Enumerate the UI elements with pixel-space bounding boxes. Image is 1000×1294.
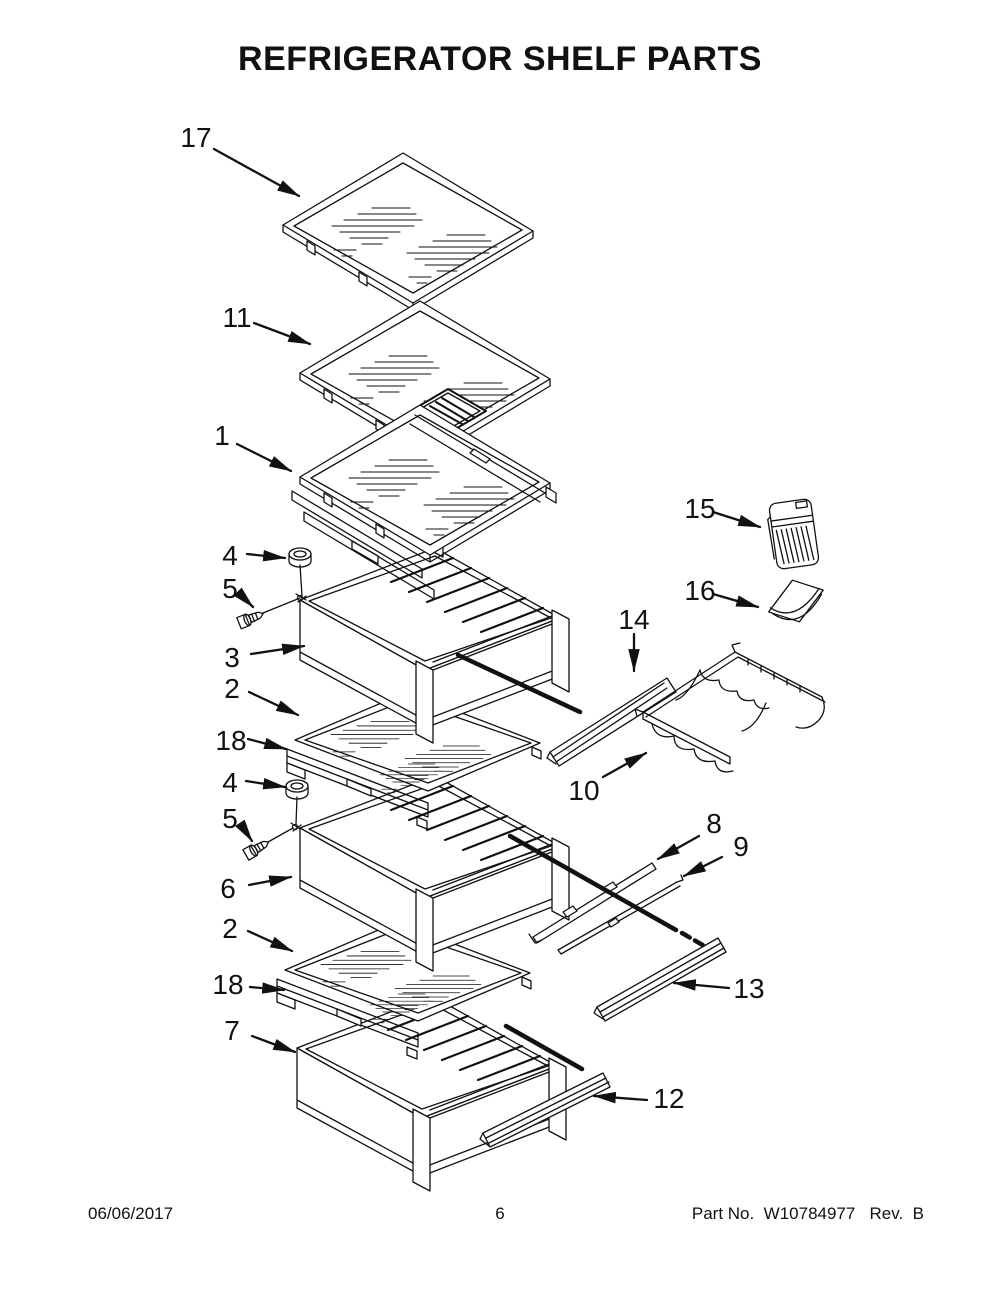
- callout-label-1: 1: [214, 420, 230, 451]
- callout-label-6: 6: [220, 873, 236, 904]
- wine-rack-10: [634, 642, 826, 773]
- screw-leader-upper: [262, 597, 301, 614]
- slide-rail-14: [546, 677, 677, 767]
- callout-label-4-lower: 4: [222, 767, 238, 798]
- assembly-leader-lines: [455, 652, 709, 1072]
- air-filter-15: [767, 498, 820, 570]
- callout-label-10: 10: [568, 775, 599, 806]
- shelf-knob-4-lower: [285, 779, 309, 800]
- upper-crisper-drawer-3: [298, 534, 571, 745]
- filter-cover-16: [767, 579, 824, 623]
- slide-rail-12: [479, 1072, 611, 1148]
- drawer-glide-9: [557, 874, 684, 955]
- shelf-knob-4-upper: [288, 547, 312, 568]
- screw-leader-lower: [267, 827, 294, 843]
- callout-label-16: 16: [684, 575, 715, 606]
- callout-arrows: [212, 147, 762, 1104]
- callout-label-5-upper: 5: [222, 573, 238, 604]
- mount-junction-lower: [290, 822, 302, 832]
- mount-junction-upper: [295, 593, 307, 603]
- callout-label-9: 9: [733, 831, 749, 862]
- callout-label-12: 12: [653, 1083, 684, 1114]
- callout-label-5-lower: 5: [222, 803, 238, 834]
- callout-label-7: 7: [224, 1015, 240, 1046]
- callout-label-15: 15: [684, 493, 715, 524]
- callout-label-17: 17: [180, 122, 211, 153]
- page-footer: 06/06/2017 6 Part No. W10784977 Rev. B: [0, 1204, 1000, 1230]
- middle-crisper-drawer-6: [298, 762, 571, 973]
- shelf-screw-5-lower: [242, 836, 273, 861]
- callout-label-14: 14: [618, 604, 649, 635]
- knob-stem-upper: [299, 564, 303, 597]
- drawer-glide-8: [528, 862, 657, 944]
- glass-shelf-17: [283, 153, 533, 310]
- callout-label-4-upper: 4: [222, 540, 238, 571]
- footer-part-number: Part No. W10784977 Rev. B: [691, 1204, 924, 1223]
- callout-label-11: 11: [222, 302, 251, 333]
- footer-date: 06/06/2017: [88, 1204, 174, 1223]
- callout-label-3: 3: [224, 642, 240, 673]
- callout-label-13: 13: [733, 973, 764, 1004]
- callout-label-8: 8: [706, 808, 722, 839]
- callout-label-2-upper: 2: [224, 673, 240, 704]
- shelf-screw-5-upper: [236, 607, 267, 630]
- footer-page-number: 6: [495, 1204, 505, 1223]
- knob-stem-lower: [295, 796, 298, 825]
- callout-label-18-upper: 18: [215, 725, 246, 756]
- callout-label-2-lower: 2: [222, 913, 238, 944]
- callout-label-18-lower: 18: [212, 969, 243, 1000]
- page-title: REFRIGERATOR SHELF PARTS: [238, 40, 762, 78]
- slide-out-shelf-1: [291, 405, 557, 600]
- slide-rail-13: [593, 937, 727, 1022]
